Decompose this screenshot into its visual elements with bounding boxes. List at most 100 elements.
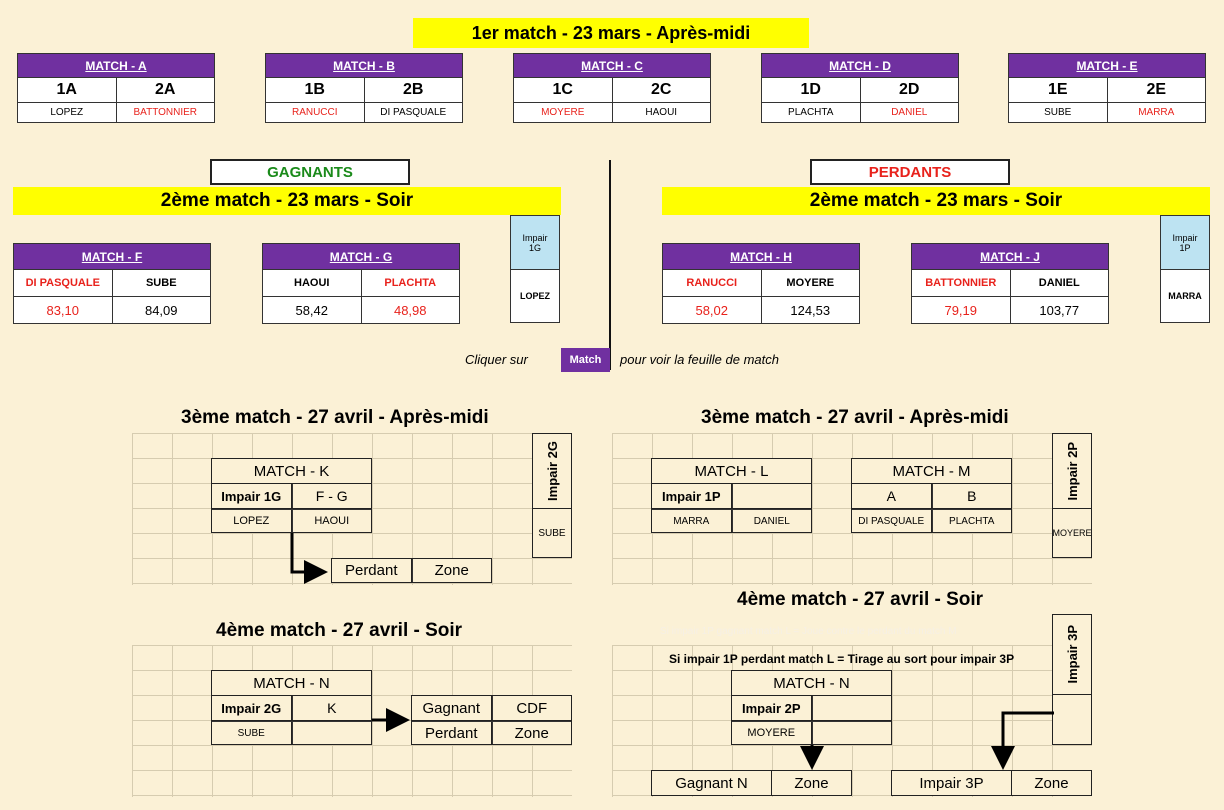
- round2-match-box: MATCH - J BATTONNIER DANIEL 79,19 103,77: [911, 243, 1109, 324]
- player-2: DI PASQUALE: [363, 103, 463, 122]
- match-k-player-1: LOPEZ: [212, 510, 292, 532]
- seed-2: 2C: [611, 78, 711, 102]
- impair-1p-label: Impair 1P: [1161, 216, 1209, 270]
- match-k-cell-2: F - G: [291, 484, 372, 508]
- round2-losers-title: 2ème match - 23 mars - Soir: [662, 187, 1210, 215]
- match-n-left-box: MATCH - N Impair 2G K SUBE: [211, 670, 372, 745]
- player-2: HAOUI: [611, 103, 711, 122]
- bottom-right-result: Impair 3P Zone: [891, 770, 1092, 796]
- seed-1: 1E: [1047, 81, 1068, 98]
- bottom-left-result: Gagnant N Zone: [651, 770, 852, 796]
- match-header-button[interactable]: MATCH - J: [912, 244, 1108, 270]
- round4-left-title: 4ème match - 27 avril - Soir: [216, 620, 463, 641]
- score-2: 84,09: [111, 297, 211, 323]
- match-n-left-result: Gagnant CDF Perdant Zone: [411, 695, 572, 745]
- perdants-label: PERDANTS: [810, 159, 1010, 185]
- note-faint: Si impair 1P gagnant match L = Joue cont…: [660, 626, 957, 637]
- impair-1g-box: Impair 1G LOPEZ: [510, 215, 560, 323]
- round3-left-title: 3ème match - 27 avril - Après-midi: [181, 407, 489, 428]
- match-n-left-cell-1: Impair 2G: [212, 696, 292, 720]
- player-1: SUBE: [1044, 107, 1072, 118]
- score-2: 48,98: [360, 297, 460, 323]
- round1-match-box: MATCH - E 1E 2E SUBE MARRA: [1008, 53, 1206, 123]
- match-n-right-cell-1: Impair 2P: [732, 696, 812, 720]
- match-header-button[interactable]: MATCH - E: [1009, 54, 1205, 78]
- match-m-head[interactable]: MATCH - M: [852, 459, 1011, 484]
- score-1: 79,19: [944, 302, 978, 318]
- seed-1: 1C: [552, 81, 573, 98]
- match-l-cell-2: [731, 484, 812, 508]
- match-m-box: MATCH - M A B DI PASQUALE PLACHTA: [851, 458, 1012, 533]
- hint-after: pour voir la feuille de match: [620, 352, 779, 367]
- match-k-head[interactable]: MATCH - K: [212, 459, 371, 484]
- impair-2p-name: MOYERE: [1052, 528, 1092, 538]
- seed-2: 2D: [859, 78, 959, 102]
- round1-match-box: MATCH - A 1A 2A LOPEZ BATTONNIER: [17, 53, 215, 123]
- player-2: DANIEL: [1009, 270, 1109, 296]
- match-l-cell-1: Impair 1P: [652, 484, 732, 508]
- match-n-right-head[interactable]: MATCH - N: [732, 671, 891, 696]
- match-m-cell-1: A: [852, 484, 932, 508]
- hint-match-button[interactable]: Match: [561, 348, 610, 372]
- player-1: HAOUI: [294, 277, 330, 289]
- player-2: DANIEL: [859, 103, 959, 122]
- match-k-result-b: Zone: [411, 559, 492, 582]
- match-m-player-2: PLACHTA: [931, 510, 1012, 532]
- bottom-left-zone: Zone: [794, 774, 829, 792]
- player-1: PLACHTA: [788, 107, 834, 118]
- n-left-gagnant: Gagnant: [412, 696, 492, 720]
- score-1: 83,10: [46, 302, 80, 318]
- match-header-button[interactable]: MATCH - G: [263, 244, 459, 270]
- match-k-result-a: Perdant: [332, 559, 412, 582]
- match-header-button[interactable]: MATCH - B: [266, 54, 462, 78]
- round1-match-box: MATCH - B 1B 2B RANUCCI DI PASQUALE: [265, 53, 463, 123]
- note: Si impair 1P perdant match L = Tirage au…: [669, 652, 1015, 666]
- score-1: 58,42: [295, 302, 329, 318]
- match-n-right-player-2: [811, 722, 892, 744]
- seed-2: 2E: [1106, 78, 1206, 102]
- round2-winners-title: 2ème match - 23 mars - Soir: [13, 187, 561, 215]
- round3-right-title: 3ème match - 27 avril - Après-midi: [701, 407, 1009, 428]
- center-divider: [609, 160, 611, 370]
- round2-match-box: MATCH - H RANUCCI MOYERE 58,02 124,53: [662, 243, 860, 324]
- match-m-cell-2: B: [931, 484, 1012, 508]
- impair-1g-label: Impair 1G: [511, 216, 559, 270]
- player-1: RANUCCI: [291, 107, 338, 118]
- bottom-right-zone: Zone: [1034, 774, 1069, 792]
- round2-match-box: MATCH - F DI PASQUALE SUBE 83,10 84,09: [13, 243, 211, 324]
- match-header-button[interactable]: MATCH - A: [18, 54, 214, 78]
- match-header-button[interactable]: MATCH - C: [514, 54, 710, 78]
- round1-match-box: MATCH - C 1C 2C MOYERE HAOUI: [513, 53, 711, 123]
- match-n-left-player-1: SUBE: [212, 722, 292, 744]
- round4-right-title: 4ème match - 27 avril - Soir: [737, 589, 984, 610]
- match-header-button[interactable]: MATCH - D: [762, 54, 958, 78]
- match-k-result: Perdant Zone: [331, 558, 492, 583]
- match-k-box: MATCH - K Impair 1G F - G LOPEZ HAOUI: [211, 458, 372, 533]
- impair-1p-name: MARRA: [1168, 291, 1202, 301]
- match-n-left-head[interactable]: MATCH - N: [212, 671, 371, 696]
- seed-1: 1D: [800, 81, 821, 98]
- player-2: MARRA: [1106, 103, 1206, 122]
- player-2: SUBE: [111, 270, 211, 296]
- round1-match-box: MATCH - D 1D 2D PLACHTA DANIEL: [761, 53, 959, 123]
- match-l-player-1: MARRA: [652, 510, 732, 532]
- player-1: LOPEZ: [50, 107, 84, 118]
- match-header-button[interactable]: MATCH - H: [663, 244, 859, 270]
- match-n-left-cell-2: K: [291, 696, 372, 720]
- player-1: DI PASQUALE: [25, 277, 100, 289]
- match-l-head[interactable]: MATCH - L: [652, 459, 811, 484]
- player-1: RANUCCI: [686, 277, 738, 289]
- match-n-right-box: MATCH - N Impair 2P MOYERE: [731, 670, 892, 745]
- impair-3p-box: Impair 3P: [1052, 614, 1092, 745]
- score-2: 124,53: [760, 297, 860, 323]
- score-1: 58,02: [695, 302, 729, 318]
- player-1: MOYERE: [541, 107, 585, 118]
- seed-1: 1A: [56, 81, 77, 98]
- seed-2: 2B: [363, 78, 463, 102]
- impair-1g-name: LOPEZ: [519, 291, 550, 301]
- match-header-button[interactable]: MATCH - F: [14, 244, 210, 270]
- player-1: BATTONNIER: [925, 277, 997, 289]
- match-n-left-player-2: [291, 722, 372, 744]
- impair-1p-box: Impair 1P MARRA: [1160, 215, 1210, 323]
- n-left-zone: Zone: [491, 722, 572, 744]
